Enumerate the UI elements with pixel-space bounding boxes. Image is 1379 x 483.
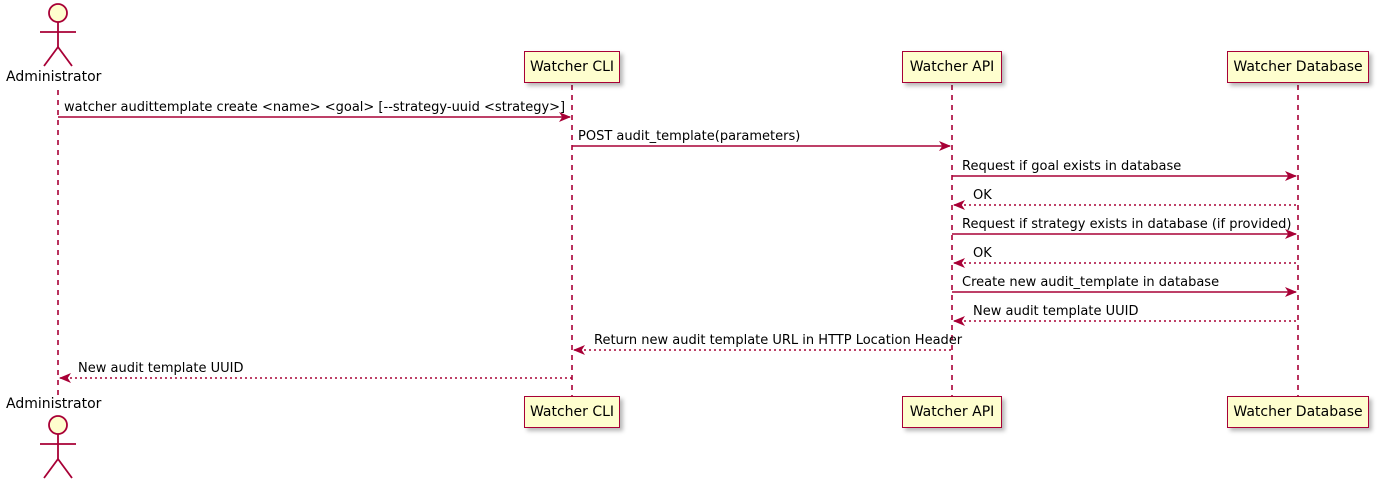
actor-leg-right-icon — [57, 46, 73, 67]
participant-box-watcher-api-top[interactable]: Watcher API — [902, 51, 1002, 83]
participant-box-watcher-cli-top[interactable]: Watcher CLI — [524, 51, 620, 83]
participant-label-watcher-database: Watcher Database — [1233, 404, 1363, 420]
message-label-6: OK — [973, 246, 992, 261]
message-arrows — [58, 112, 1298, 383]
participant-label-watcher-cli: Watcher CLI — [529, 59, 615, 75]
participant-label-watcher-api: Watcher API — [909, 59, 995, 75]
message-label-9: Return new audit template URL in HTTP Lo… — [594, 333, 963, 348]
actor-head-icon — [48, 3, 68, 23]
message-label-3: Request if goal exists in database — [962, 159, 1182, 174]
participant-box-watcher-database-top[interactable]: Watcher Database — [1227, 51, 1369, 83]
message-label-8: New audit template UUID — [973, 304, 1139, 319]
actor-leg-left-icon — [43, 458, 59, 479]
message-label-4: OK — [973, 188, 992, 203]
participant-label-watcher-cli: Watcher CLI — [529, 404, 615, 420]
participant-label-watcher-database: Watcher Database — [1233, 59, 1363, 75]
actor-leg-right-icon — [57, 458, 73, 479]
lifelines — [57, 85, 1299, 396]
message-label-7: Create new audit_template in database — [962, 275, 1220, 290]
actor-head-icon — [48, 415, 68, 435]
actor-label-administrator-bottom: Administrator — [6, 396, 102, 412]
message-label-2: POST audit_template(parameters) — [578, 129, 801, 144]
actor-administrator-top — [40, 3, 76, 67]
actor-leg-left-icon — [43, 46, 59, 67]
participant-box-watcher-cli-bottom[interactable]: Watcher CLI — [524, 396, 620, 428]
participant-label-watcher-api: Watcher API — [909, 404, 995, 420]
message-label-5: Request if strategy exists in database (… — [962, 217, 1292, 232]
participant-box-watcher-database-bottom[interactable]: Watcher Database — [1227, 396, 1369, 428]
actor-label-administrator-top: Administrator — [6, 69, 102, 85]
actor-administrator-bottom — [40, 415, 76, 479]
participant-box-watcher-api-bottom[interactable]: Watcher API — [902, 396, 1002, 428]
message-label-1: watcher audittemplate create <name> <goa… — [64, 100, 566, 115]
message-label-10: New audit template UUID — [78, 361, 244, 376]
